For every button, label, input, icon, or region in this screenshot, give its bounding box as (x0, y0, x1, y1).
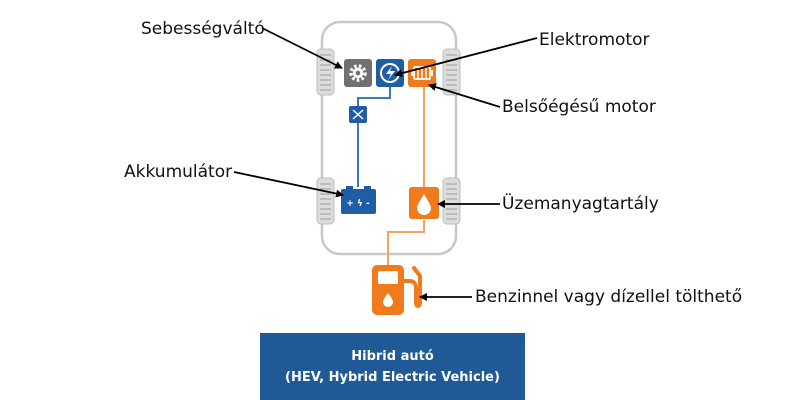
wheel-rear-right (442, 177, 461, 225)
fuel-pump-icon (372, 265, 422, 315)
wheel-front-right (442, 48, 461, 96)
fuel-line-tank-pump (387, 220, 425, 265)
label-electric-motor: Elektromotor (539, 30, 650, 50)
caption-box: Hibrid autó (HEV, Hybrid Electric Vehicl… (260, 333, 525, 400)
caption-subtitle: (HEV, Hybrid Electric Vehicle) (285, 369, 500, 385)
arrow-battery (233, 171, 344, 198)
label-refuel: Benzinnel vagy dízellel tölthető (475, 287, 743, 307)
gear-icon (344, 59, 372, 87)
label-fuel-tank: Üzemanyagtartály (502, 194, 659, 214)
wheel-front-left (316, 48, 335, 96)
fuel-drop-icon (409, 187, 439, 219)
label-transmission: Sebességváltó (141, 19, 265, 39)
arrow-combustion-engine (428, 83, 501, 108)
engine-icon (408, 59, 436, 87)
battery-icon: + ϟ - (341, 186, 376, 214)
battery-symbol: + ϟ - (346, 199, 370, 209)
caption-title: Hibrid autó (351, 348, 434, 364)
label-battery: Akkumulátor (124, 162, 233, 182)
arrow-electric-motor (394, 37, 538, 78)
wheel-rear-left (316, 177, 335, 225)
electric-link-motor-converter (357, 86, 391, 107)
car-chassis (320, 20, 458, 256)
label-combustion-engine: Belsőégésű motor (502, 97, 656, 117)
converter-icon (349, 106, 367, 123)
arrow-transmission (261, 27, 343, 69)
